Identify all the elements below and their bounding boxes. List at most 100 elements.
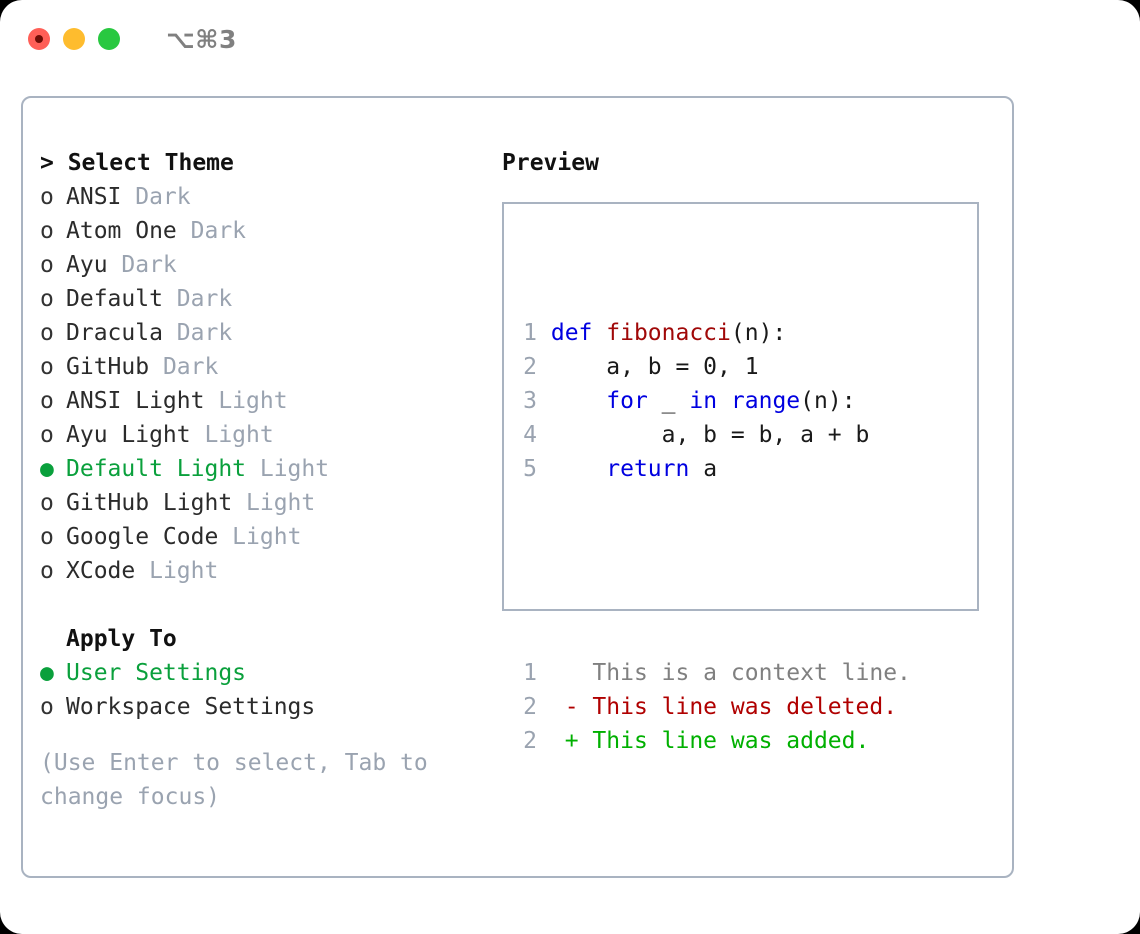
line-number: 2 — [523, 354, 537, 380]
diff-gutter-space — [537, 728, 565, 754]
radio-unselected-icon: o — [40, 422, 68, 448]
keyboard-hint: (Use Enter to select, Tab to change focu… — [40, 750, 428, 810]
code-gutter-space — [537, 456, 551, 482]
code-token: fibonacci — [606, 320, 731, 346]
theme-option-ayu[interactable]: o Ayu Dark — [40, 248, 500, 282]
list-spacer — [40, 588, 500, 622]
keyboard-shortcut-label: ⌥⌘3 — [166, 24, 237, 54]
window-controls — [28, 28, 120, 50]
code-gutter-space — [537, 422, 551, 448]
apply-to-option-label: Workspace Settings — [66, 694, 316, 720]
theme-option-label: XCode — [66, 558, 136, 584]
diff-gutter-space — [537, 694, 565, 720]
diff-marker-icon: - — [564, 694, 593, 720]
code-gutter-space — [537, 388, 551, 414]
apply-to-option-user-settings[interactable]: ● User Settings — [40, 656, 500, 690]
apply-to-option-label: User Settings — [66, 660, 247, 686]
radio-unselected-icon: o — [40, 286, 68, 312]
diff-line: 2 - This line was deleted. — [523, 690, 911, 724]
theme-option-default-light[interactable]: ● Default Light Light — [40, 452, 500, 486]
theme-option-kind: Light — [190, 422, 274, 448]
radio-unselected-icon: o — [40, 320, 68, 346]
theme-option-google-code[interactable]: o Google Code Light — [40, 520, 500, 554]
diff-line: 2 + This line was added. — [523, 724, 911, 758]
radio-unselected-icon: o — [40, 490, 68, 516]
theme-option-ayu-light[interactable]: o Ayu Light Light — [40, 418, 500, 452]
line-number: 1 — [523, 320, 537, 346]
code-line: 1 def fibonacci(n): — [523, 316, 911, 350]
theme-option-label: Google Code — [66, 524, 219, 550]
code-line: 3 for _ in range(n): — [523, 384, 911, 418]
diff-sample: 1 This is a context line.2 - This line w… — [523, 656, 911, 758]
radio-unselected-icon: o — [40, 184, 68, 210]
diff-line-text: This is a context line. — [592, 660, 911, 686]
select-theme-header-label: Select Theme — [67, 150, 234, 176]
code-token: return — [606, 456, 690, 482]
line-number: 1 — [523, 660, 537, 686]
theme-option-kind: Dark — [162, 320, 233, 346]
theme-option-kind: Dark — [107, 252, 177, 278]
maximize-button[interactable] — [98, 28, 120, 50]
diff-marker-icon — [565, 660, 593, 686]
code-token — [717, 388, 731, 414]
code-token: a, b = 0, 1 — [550, 354, 759, 380]
radio-selected-icon: ● — [40, 456, 68, 482]
theme-option-github-light[interactable]: o GitHub Light Light — [40, 486, 500, 520]
diff-gutter-space — [537, 660, 565, 686]
theme-option-kind: Light — [135, 558, 219, 584]
theme-option-kind: Dark — [176, 218, 247, 244]
theme-option-github[interactable]: o GitHub Dark — [40, 350, 500, 384]
theme-option-ansi[interactable]: o ANSI Dark — [40, 180, 500, 214]
theme-option-label: Atom One — [66, 218, 177, 244]
code-line: 2 a, b = 0, 1 — [523, 350, 911, 384]
theme-option-label: Default Light — [66, 456, 247, 482]
preview-column: Preview 1 def fibonacci(n):2 a, b = 0, 1… — [502, 146, 997, 754]
theme-option-label: Ayu — [66, 252, 108, 278]
theme-option-xcode[interactable]: o XCode Light — [40, 554, 500, 588]
theme-option-default[interactable]: o Default Dark — [40, 282, 500, 316]
diff-line-text: This line was added. — [592, 728, 870, 754]
code-line: 5 return a — [523, 452, 911, 486]
diff-line-text: This line was deleted. — [592, 694, 898, 720]
code-token: (n): — [730, 320, 787, 346]
theme-option-label: ANSI — [66, 184, 122, 210]
line-number: 2 — [523, 694, 537, 720]
radio-unselected-icon: o — [40, 558, 68, 584]
theme-option-label: Dracula — [66, 320, 163, 346]
apply-to-header-label: Apply To — [66, 626, 177, 652]
apply-to-header: Apply To — [40, 622, 500, 656]
theme-option-kind: Light — [218, 524, 302, 550]
theme-option-dracula[interactable]: o Dracula Dark — [40, 316, 500, 350]
radio-unselected-icon: o — [40, 388, 68, 414]
theme-option-kind: Dark — [121, 184, 191, 210]
theme-option-ansi-light[interactable]: o ANSI Light Light — [40, 384, 500, 418]
theme-option-kind: Light — [204, 388, 288, 414]
close-button[interactable] — [28, 28, 50, 50]
minimize-button[interactable] — [63, 28, 85, 50]
line-number: 3 — [523, 388, 537, 414]
radio-unselected-icon: o — [40, 694, 68, 720]
theme-option-atom-one[interactable]: o Atom One Dark — [40, 214, 500, 248]
radio-selected-icon: ● — [40, 660, 68, 686]
preview-label: Preview — [502, 150, 599, 176]
code-gutter-space — [537, 354, 551, 380]
theme-option-label: Ayu Light — [66, 422, 191, 448]
theme-option-kind: Light — [232, 490, 316, 516]
code-token: a, b = b, a + b — [550, 422, 870, 448]
apply-to-option-workspace-settings[interactable]: o Workspace Settings — [40, 690, 500, 724]
theme-option-kind: Dark — [149, 354, 219, 380]
select-theme-header: > Select Theme — [40, 146, 500, 180]
diff-marker-icon: + — [564, 728, 593, 754]
theme-option-label: GitHub Light — [66, 490, 233, 516]
code-token: (n): — [800, 388, 856, 414]
radio-unselected-icon: o — [40, 252, 68, 278]
title-bar: ⌥⌘3 — [0, 0, 1140, 78]
diff-line: 1 This is a context line. — [523, 656, 911, 690]
theme-option-kind: Light — [246, 456, 330, 482]
